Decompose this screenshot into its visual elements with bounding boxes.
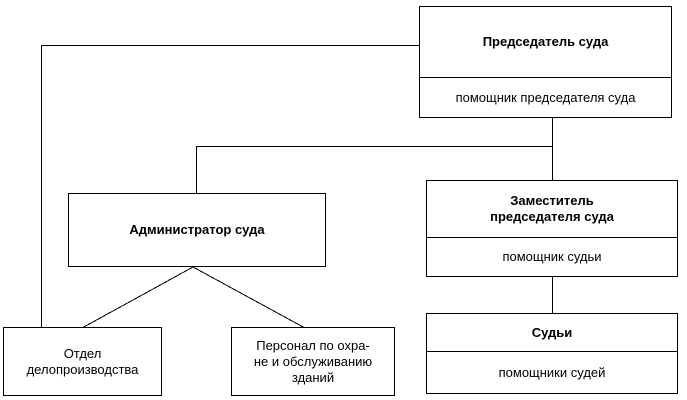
connector-chairman-records <box>41 45 421 328</box>
administrator-title: Администратор суда <box>129 222 265 237</box>
connector-chairman-administrator <box>196 146 553 194</box>
chairman-title: Председатель суда <box>482 34 609 49</box>
security-staff-title: Персонал по охра- не и обслуживанию здан… <box>253 337 373 385</box>
judges-divider <box>427 351 677 352</box>
chairman-assistant: помощник председателя суда <box>455 89 636 105</box>
administrator-box: Администратор суда <box>68 193 326 267</box>
judges-title: Судьи <box>531 324 573 340</box>
connector-administrator-security <box>192 266 306 329</box>
deputy-assistant: помощник судьи <box>502 249 602 264</box>
records-dept-box: Отдел делопроизводства <box>3 327 162 396</box>
chairman-divider <box>420 77 671 78</box>
chairman-box: Председатель суда помощник председателя … <box>419 6 672 118</box>
judges-box: Судьи помощники судей <box>426 313 678 394</box>
deputy-title: Заместитель председателя суда <box>490 193 614 224</box>
connector-administrator-records <box>81 266 194 329</box>
security-staff-box: Персонал по охра- не и обслуживанию здан… <box>231 327 395 396</box>
judges-assistant: помощники судей <box>498 364 606 380</box>
records-dept-title: Отдел делопроизводства <box>26 345 139 377</box>
deputy-box: Заместитель председателя суда помощник с… <box>426 180 678 277</box>
deputy-divider <box>427 237 677 238</box>
